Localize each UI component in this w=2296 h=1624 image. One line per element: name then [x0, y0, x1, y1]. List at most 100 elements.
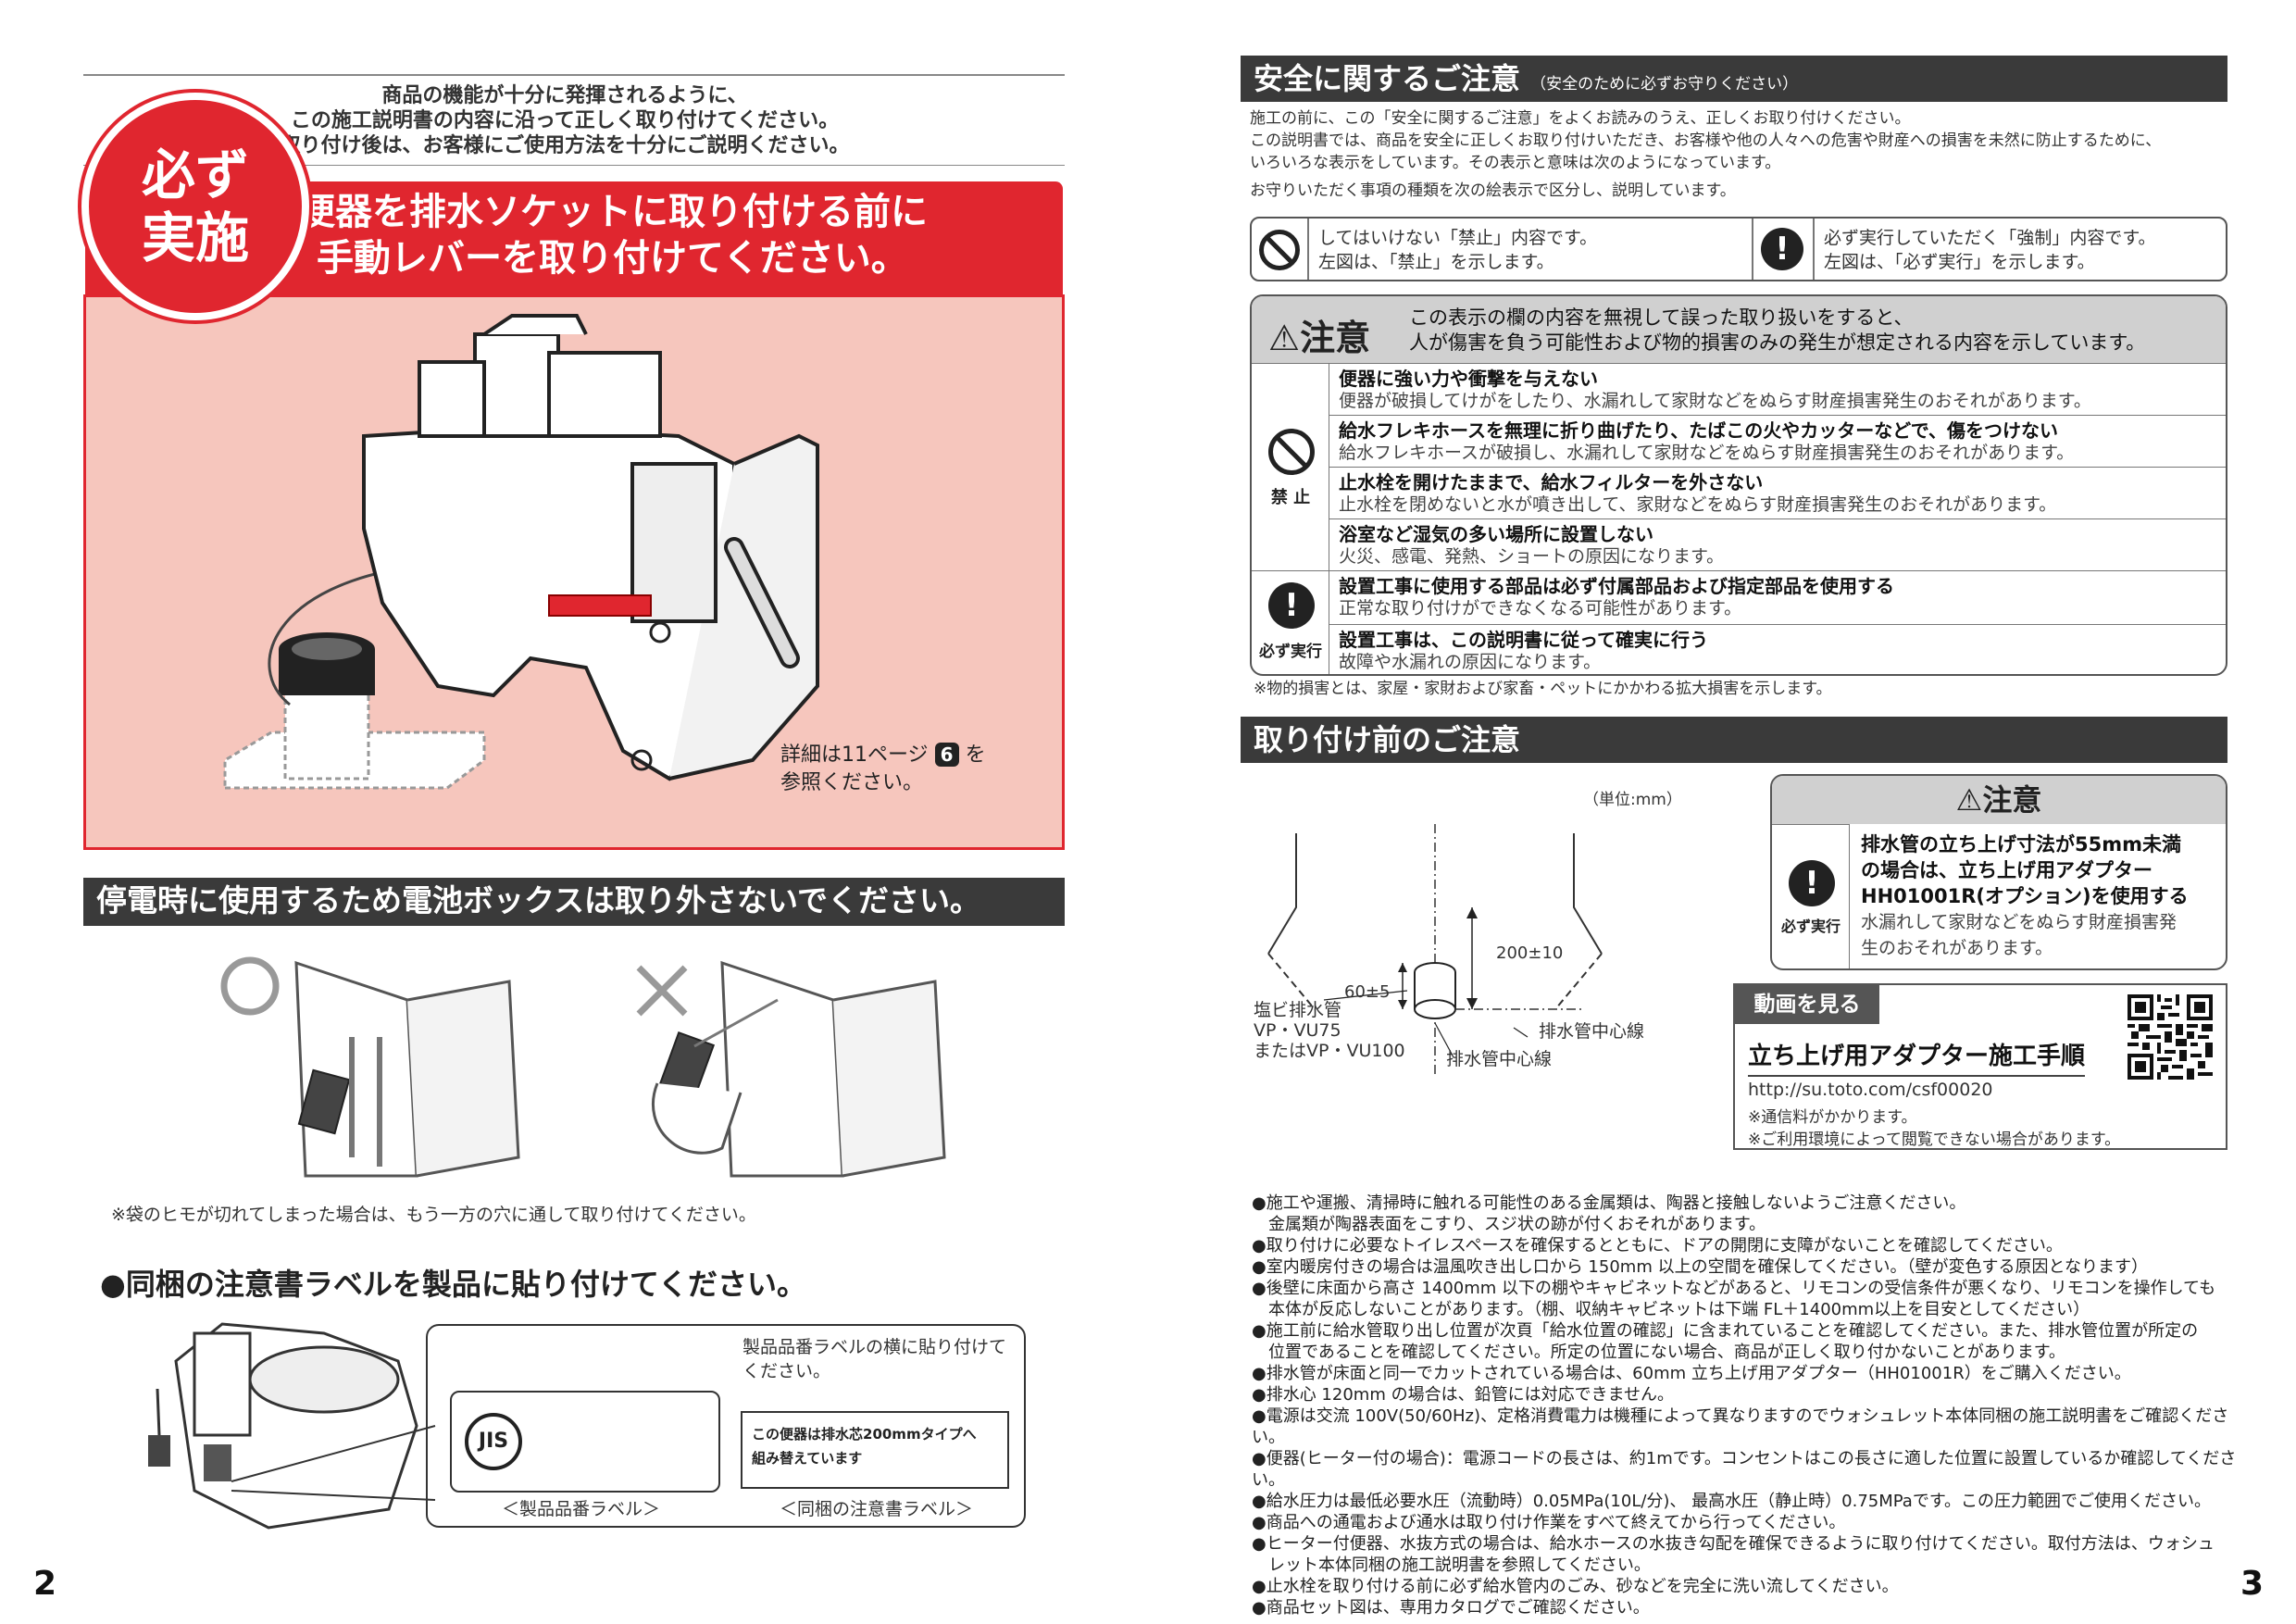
- legend-prohibit-line: 左図は、「禁止」を示します。: [1318, 252, 1554, 272]
- label-heading: ●同梱の注意書ラベルを製品に貼り付けてください。: [100, 1267, 806, 1302]
- note-line: ●電源は交流 100V(50/60Hz)、定格消費電力は機種によって異なりますの…: [1252, 1406, 2229, 1447]
- banner-line: 便器を排水ソケットに取り付ける前に: [298, 191, 928, 233]
- prohibit-items: 便器に強い力や衝撃を与えない 便器が破損してけがをしたり、水漏れして家財などをぬ…: [1329, 363, 2226, 570]
- adapter-caution-header: ⚠注意: [1772, 776, 2226, 824]
- prohibit-column: 禁 止: [1252, 363, 1329, 570]
- intro-line: 商品の機能が十分に発揮されるように、: [381, 84, 748, 107]
- must-item: 設置工事に使用する部品は必ず付属部品および指定部品を使用する 正常な取り付けがで…: [1329, 570, 2226, 624]
- legend-intro: お守りいただく事項の種類を次の絵表示で区分し、説明しています。: [1250, 181, 1736, 200]
- caution-table: ⚠注意 この表示の欄の内容を無視して誤った取り扱いをすると、 人が傷害を負う可能…: [1250, 294, 2227, 676]
- top-rule: [83, 74, 1065, 76]
- note-line: ●施工前に給水管取り出し位置が次頁「給水位置の確認」に含まれていることを確認して…: [1252, 1321, 2199, 1341]
- caution-title: ⚠注意: [1268, 309, 1370, 360]
- caution-header: ⚠注意 この表示の欄の内容を無視して誤った取り扱いをすると、 人が傷害を負う可能…: [1252, 296, 2226, 363]
- exclamation-icon: !: [1789, 860, 1835, 906]
- center-line-label: 排水管中心線: [1539, 1021, 1645, 1042]
- sticker-line: 組み替えています: [752, 1450, 863, 1467]
- video-note: ※ご利用環境によって閲覧できない場合があります。: [1748, 1131, 2121, 1149]
- pipe-label-line: VP・VU75: [1254, 1020, 1341, 1041]
- item-title: 便器に強い力や衝撃を与えない: [1339, 368, 1598, 390]
- label-panel: 製品品番ラベルの横に貼り付けて ください。 JIS この便器は排水芯200mmタ…: [426, 1324, 1026, 1528]
- video-url-link[interactable]: http://su.toto.com/csf00020: [1748, 1080, 1993, 1100]
- item-desc: 止水栓を閉めないと水が噴き出して、家財などをぬらす財産損害発生のおそれがあります…: [1339, 494, 2057, 515]
- adapter-caution-desc: 生のおそれがあります。: [1861, 938, 2053, 958]
- sticker-caption: ＜同梱の注意書ラベル＞: [780, 1499, 974, 1519]
- intro-rule: [83, 165, 1065, 166]
- must-item: 設置工事は、この説明書に従って確実に行う 故障や水漏れの原因になります。: [1329, 624, 2226, 674]
- item-title: 浴室など湿気の多い場所に設置しない: [1339, 523, 1653, 545]
- legend-must-text: 必ず実行していただく「強制」内容です。 左図は、「必ず実行」を示します。: [1824, 226, 2156, 274]
- must-items: 設置工事に使用する部品は必ず付属部品および指定部品を使用する 正常な取り付けがで…: [1329, 570, 2226, 674]
- warning-triangle-icon: ⚠: [1268, 318, 1301, 358]
- note-line: ●排水管が床面と同一でカットされている場合は、60mm 立ち上げ用アダプター（H…: [1252, 1364, 2131, 1383]
- item-desc: 故障や水漏れの原因になります。: [1339, 652, 1602, 672]
- must-column: ! 必ず実行: [1252, 570, 1329, 674]
- video-title[interactable]: 立ち上げ用アダプター施工手順: [1748, 1037, 2086, 1077]
- must-cell: !: [1268, 582, 1315, 629]
- product-label-caption: ＜製品品番ラベル＞: [502, 1499, 661, 1519]
- video-box[interactable]: 動画を見る 立ち上げ用アダプター施工手順 http://su.toto.com/…: [1733, 983, 2227, 1150]
- ok-circle-icon: [220, 956, 280, 1016]
- product-label: JIS: [450, 1391, 720, 1493]
- pipe-label-line: またはVP・VU100: [1254, 1041, 1405, 1061]
- qr-code-icon[interactable]: [2128, 994, 2213, 1080]
- detail-ref-text: 詳細は11ページ: [780, 743, 929, 767]
- note-line: ●排水心 120mm の場合は、鉛管には対応できません。: [1252, 1385, 1675, 1405]
- detail-ref-text: を: [965, 743, 986, 767]
- intro-line: この施工説明書の内容に沿って正しく取り付けてください。: [290, 109, 840, 132]
- item-desc: 火災、感電、発熱、ショートの原因になります。: [1339, 546, 1725, 567]
- safety-bar: 安全に関するご注意 （安全のために必ずお守りください）: [1241, 56, 2227, 102]
- item-desc: 給水フレキホースが破損し、水漏れして家財などをぬらす財産損害発生のおそれがありま…: [1339, 443, 2075, 463]
- unit-label: （単位:mm）: [1583, 791, 1682, 809]
- badge-line: 実施: [141, 206, 249, 269]
- note-line: レット本体同梱の施工説明書を参照してください。: [1252, 1555, 1651, 1575]
- adapter-caution-line: HH01001R(オプション)を使用する: [1861, 885, 2189, 907]
- intro-line: 取り付け後は、お客様にご使用方法を十分にご説明ください。: [280, 134, 850, 157]
- safety-bar-subtitle: （安全のために必ずお守りください）: [1530, 75, 1799, 94]
- note-line: ●便器(ヒーター付の場合)：電源コードの長さは、約1mです。コンセントはこの長さ…: [1252, 1449, 2237, 1490]
- prohibit-item: 止水栓を開けたままで、給水フィルターを外さない 止水栓を閉めないと水が噴き出して…: [1329, 467, 2226, 518]
- note-line: ●ヒーター付便器、水抜方式の場合は、給水ホースの水抜き勾配を確保できるように取り…: [1252, 1534, 2215, 1554]
- battery-note: ※袋のヒモが切れてしまった場合は、もう一方の穴に通して取り付けてください。: [111, 1205, 756, 1225]
- legend-divider: [1307, 219, 1309, 280]
- adapter-caution-text: 排水管の立ち上げ寸法が55mm未満 の場合は、立ち上げ用アダプター HH0100…: [1861, 831, 2222, 961]
- safety-intro-line: 施工の前に、この「安全に関するご注意」をよくお読みのうえ、正しくお取り付けくださ…: [1250, 109, 1911, 128]
- jis-mark-icon: JIS: [465, 1413, 522, 1470]
- toilet-tank-illustration: [223, 314, 819, 790]
- step-number-badge: 6: [934, 743, 959, 767]
- item-title: 給水フレキホースを無理に折り曲げたり、たばこの火やカッターなどで、傷をつけない: [1339, 419, 2058, 442]
- note-line: ●施工や運搬、清掃時に触れる可能性のある金属類は、陶器と接触しないようご注意くだ…: [1252, 1193, 1966, 1213]
- caution-desc-line: 人が傷害を負う可能性および物的損害のみの発生が想定される内容を示しています。: [1409, 331, 2146, 354]
- item-desc: 便器が破損してけがをしたり、水漏れして家財などをぬらす財産損害発生のおそれがあり…: [1339, 391, 2091, 411]
- center-line-label: 排水管中心線: [1446, 1049, 1553, 1069]
- legend-divider: [1752, 219, 1753, 280]
- prohibit-item: 給水フレキホースを無理に折り曲げたり、たばこの火やカッターなどで、傷をつけない …: [1329, 415, 2226, 467]
- legend-divider: [1813, 219, 1815, 280]
- label-instruction-line: 製品品番ラベルの横に貼り付けて: [742, 1337, 1007, 1357]
- item-desc: 正常な取り付けができなくなる可能性があります。: [1339, 598, 1742, 618]
- caution-title-text: 注意: [1300, 318, 1371, 358]
- legend-prohibit-text: してはいけない「禁止」内容です。 左図は、「禁止」を示します。: [1318, 226, 1597, 274]
- left-page: 商品の機能が十分に発揮されるように、 この施工説明書の内容に沿って正しく取り付け…: [33, 74, 1065, 1603]
- intro-text: 商品の機能が十分に発揮されるように、 この施工説明書の内容に沿って正しく取り付け…: [278, 83, 852, 158]
- pipe-label-line: 塩ビ排水管: [1254, 1000, 1342, 1020]
- safety-intro-line: この説明書では、商品を安全に正しくお取り付けいただき、お客様や他の人々への危害や…: [1250, 131, 2162, 150]
- prohibit-icon: [1268, 429, 1315, 475]
- legend-must-line: 必ず実行していただく「強制」内容です。: [1824, 228, 2156, 248]
- sticker-line: この便器は排水芯200mmタイプへ: [752, 1426, 977, 1443]
- dim-60: 60±5: [1344, 982, 1391, 1002]
- page-number: 2: [33, 1565, 57, 1603]
- legend-box: してはいけない「禁止」内容です。 左図は、「禁止」を示します。 ! 必ず実行して…: [1250, 217, 2227, 281]
- must-do-badge: 必ず 実施: [81, 93, 309, 320]
- note-line: ●後壁に床面から高さ 1400mm 以下の棚やキャビネットなどがあると、リモコン…: [1252, 1279, 2216, 1298]
- video-note: ※通信料がかかります。: [1748, 1108, 1917, 1127]
- exclamation-icon: !: [1268, 582, 1315, 629]
- adapter-caution-title: 注意: [1982, 782, 2042, 818]
- exclamation-icon: !: [1761, 228, 1803, 270]
- caution-desc-line: この表示の欄の内容を無視して誤った取り扱いをすると、: [1409, 306, 1914, 329]
- toilet-label-illustration: [148, 1322, 436, 1530]
- banner-line: 手動レバーを取り付けてください。: [317, 237, 908, 280]
- adapter-caution-line: 排水管の立ち上げ寸法が55mm未満: [1861, 833, 2181, 856]
- note-line: ●取り付けに必要なトイレスペースを確保するとともに、ドアの開閉に支障がないことを…: [1252, 1236, 2063, 1255]
- prohibit-label: 禁 止: [1270, 488, 1311, 507]
